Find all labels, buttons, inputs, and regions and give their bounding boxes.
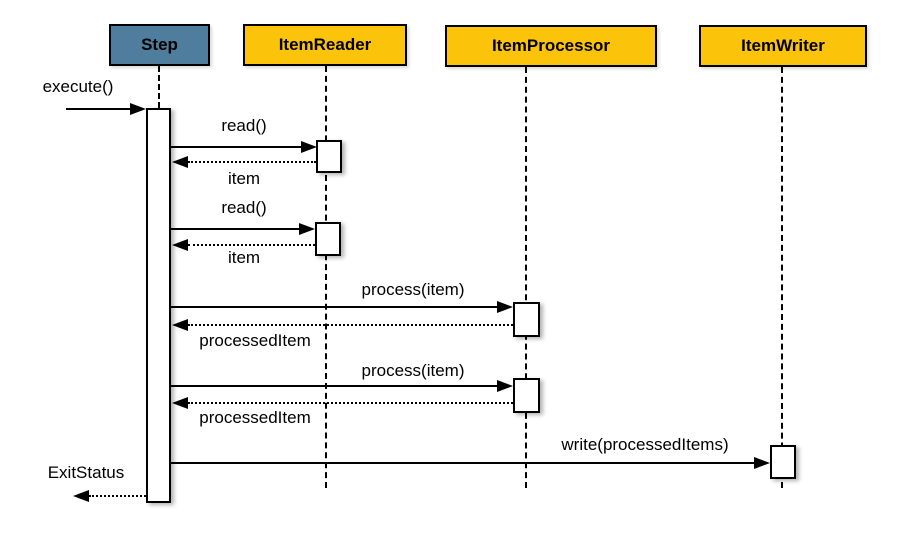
arrowhead-right-icon [497, 301, 513, 313]
lifeline-header-item-reader: ItemReader [243, 24, 407, 66]
lifeline-item-processor [525, 67, 527, 488]
message-line-read-2 [171, 228, 301, 230]
activation-item-reader-2 [315, 222, 341, 256]
lifeline-header-item-writer: ItemWriter [699, 25, 867, 67]
message-label-processed-item-2: processedItem [199, 408, 311, 427]
activation-item-processor-1 [513, 302, 540, 337]
lifeline-header-step-label: Step [141, 35, 178, 54]
message-line-processed-item-1 [188, 324, 513, 326]
message-label-process-2: process(item) [361, 361, 465, 380]
message-line-write [171, 462, 756, 464]
lifeline-step [158, 66, 160, 108]
arrowhead-left-icon [172, 397, 188, 409]
message-label-exit-status: ExitStatus [47, 463, 125, 482]
message-line-item-1 [188, 161, 316, 163]
arrowhead-right-icon [299, 223, 315, 235]
message-line-read-1 [171, 146, 303, 148]
message-label-item-1: item [227, 169, 261, 188]
lifeline-item-writer [781, 67, 783, 488]
arrowhead-left-icon [172, 319, 188, 331]
arrowhead-left-icon [172, 239, 188, 251]
arrowhead-right-icon [301, 141, 317, 153]
activation-bar-step [146, 108, 171, 503]
lifeline-header-item-writer-label: ItemWriter [741, 36, 825, 55]
message-label-write: write(processedItems) [561, 435, 729, 454]
message-label-execute: execute() [42, 77, 114, 96]
arrowhead-right-icon [754, 457, 770, 469]
message-line-exit-status [89, 495, 146, 497]
activation-item-writer [770, 445, 796, 479]
arrowhead-right-icon [497, 380, 513, 392]
arrowhead-left-icon [73, 490, 89, 502]
message-label-read-2: read() [221, 198, 267, 217]
message-line-process-2 [171, 385, 499, 387]
lifeline-item-reader [325, 66, 327, 488]
lifeline-header-item-processor-label: ItemProcessor [491, 36, 611, 55]
message-line-process-1 [171, 306, 499, 308]
activation-item-reader-1 [316, 140, 342, 173]
lifeline-header-item-processor: ItemProcessor [445, 25, 657, 67]
lifeline-header-item-reader-label: ItemReader [278, 35, 372, 54]
message-label-process-1: process(item) [361, 280, 465, 299]
message-line-item-2 [188, 244, 315, 246]
activation-item-processor-2 [513, 378, 540, 413]
arrowhead-left-icon [172, 156, 188, 168]
message-line-execute [66, 108, 132, 110]
message-label-processed-item-1: processedItem [199, 331, 311, 350]
arrowhead-right-icon [130, 103, 146, 115]
message-label-read-1: read() [221, 116, 267, 135]
lifeline-header-step: Step [109, 24, 210, 66]
message-label-item-2: item [227, 248, 261, 267]
message-line-processed-item-2 [188, 402, 513, 404]
